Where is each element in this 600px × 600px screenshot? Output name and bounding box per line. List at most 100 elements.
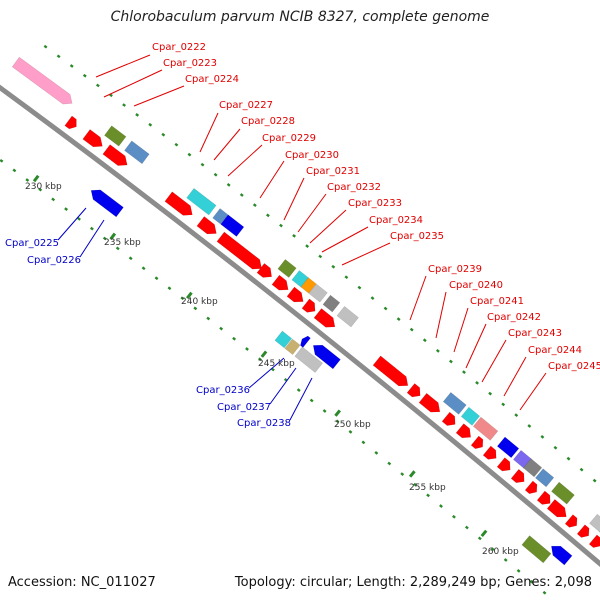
tick-dash [51, 197, 56, 202]
leader-line [259, 160, 285, 199]
tick-mark [409, 327, 414, 332]
gene-label[interactable]: Cpar_0236 [196, 385, 250, 396]
gene-label[interactable]: Cpar_0224 [185, 74, 239, 85]
tick-mark [135, 113, 140, 117]
gene-shape [546, 499, 567, 518]
cog-gene [220, 214, 245, 237]
gene-label[interactable]: Cpar_0232 [327, 182, 381, 193]
leader-line [435, 291, 447, 339]
tick-mark [477, 536, 482, 541]
gene-shape [418, 392, 441, 413]
gene-label[interactable]: Cpar_0234 [369, 215, 423, 226]
gene-shape [11, 56, 73, 105]
tick-mark [122, 103, 126, 107]
cds-arrow [441, 411, 456, 426]
scale-label: 230 kbp [25, 182, 62, 192]
gene-label[interactable]: Cpar_0226 [27, 255, 81, 266]
gene-label[interactable]: Cpar_0235 [390, 231, 444, 242]
tick-dash [449, 359, 453, 364]
scale-label: 240 kbp [181, 297, 218, 307]
gene-shape [124, 140, 150, 165]
gene-label[interactable]: Cpar_0225 [5, 238, 59, 249]
gene-label[interactable]: Cpar_0230 [285, 150, 339, 161]
gene-shape [64, 115, 77, 130]
tick-dash [322, 409, 327, 413]
tick-dash [579, 467, 584, 472]
gene-shape [496, 457, 511, 472]
tick-dash [318, 254, 323, 259]
gene-shape [284, 338, 301, 355]
gene-shape [472, 416, 499, 441]
cds-arrow [64, 115, 77, 130]
tick-mark [503, 558, 508, 562]
gene-shape [300, 335, 311, 348]
gene-label[interactable]: Cpar_0233 [348, 198, 402, 209]
tick-mark [200, 162, 205, 167]
tick-mark [219, 326, 224, 331]
cds-arrow [524, 480, 538, 494]
tick-mark [69, 64, 74, 68]
cog-gene [104, 125, 127, 147]
tick-mark [514, 413, 519, 418]
leader-line [465, 323, 487, 369]
tick-mark [400, 472, 405, 476]
gene-label[interactable]: Cpar_0245 [548, 361, 600, 372]
gene-shape [336, 306, 359, 328]
tick-dash [514, 413, 519, 418]
gene-label[interactable]: Cpar_0243 [508, 328, 562, 339]
tick-mark [374, 451, 379, 455]
reverse-gene [90, 189, 124, 218]
leader-line [321, 226, 369, 253]
tick-dash [258, 357, 262, 362]
tick-dash [592, 478, 597, 483]
accession-text: Accession: NC_011027 [8, 575, 156, 590]
gene-label[interactable]: Cpar_0222 [152, 42, 206, 53]
cds-arrow [271, 274, 289, 291]
tick-mark [38, 187, 43, 192]
gene-label[interactable]: Cpar_0229 [262, 133, 316, 144]
tick-mark [387, 461, 392, 466]
gene-label[interactable]: Cpar_0242 [487, 312, 541, 323]
tick-mark [279, 223, 283, 228]
tick-mark [464, 525, 469, 530]
tick-dash [180, 296, 185, 301]
gene-label[interactable]: Cpar_0227 [219, 100, 273, 111]
gene-label[interactable]: Cpar_0228 [241, 116, 295, 127]
cds-arrow [313, 308, 336, 328]
tick-dash [475, 380, 479, 385]
gene-label[interactable]: Cpar_0240 [449, 280, 503, 291]
cds-arrow [286, 286, 304, 303]
tick-mark [361, 440, 366, 445]
reverse-gene [551, 545, 573, 566]
tick-dash [89, 226, 94, 231]
cog-gene [472, 416, 499, 441]
tick-dash [232, 336, 237, 341]
cog-gene [551, 481, 575, 505]
tick-mark [426, 493, 430, 498]
tick-dash [361, 440, 366, 445]
gene-shape [442, 392, 467, 415]
tick-mark [141, 266, 146, 271]
tick-mark [331, 264, 336, 269]
gene-label[interactable]: Cpar_0223 [163, 58, 217, 69]
gene-label[interactable]: Cpar_0238 [237, 418, 291, 429]
gene-label[interactable]: Cpar_0244 [528, 345, 582, 356]
tick-mark [213, 172, 218, 177]
gene-label[interactable]: Cpar_0237 [217, 402, 271, 413]
gene-shape [216, 231, 262, 270]
major-tick [480, 529, 488, 537]
cog-gene [336, 306, 359, 328]
gene-label[interactable]: Cpar_0239 [428, 264, 482, 275]
gene-label[interactable]: Cpar_0231 [306, 166, 360, 177]
gene-shape [510, 468, 525, 483]
tick-dash [516, 569, 521, 573]
tick-dash [82, 73, 87, 78]
scale-label: 255 kbp [409, 483, 446, 493]
tick-dash [252, 203, 257, 208]
major-tick-dash [32, 174, 40, 183]
tick-dash [213, 172, 218, 177]
tick-dash [305, 244, 310, 248]
leader-line [297, 193, 327, 233]
gene-label[interactable]: Cpar_0241 [470, 296, 524, 307]
